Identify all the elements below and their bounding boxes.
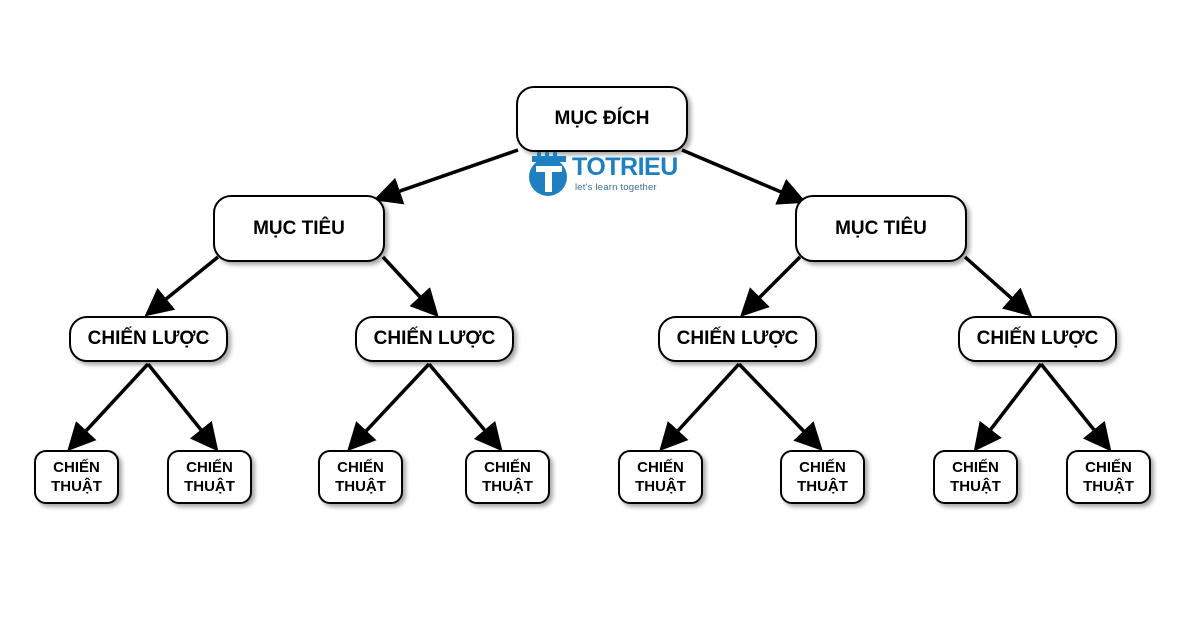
strategy-node-3: CHIẾN LƯỢC <box>658 316 817 362</box>
tactic-label-line2: THUẬT <box>482 478 533 495</box>
tactic-label-line1: CHIẾN <box>186 459 233 476</box>
connector-arrow-11 <box>659 362 741 452</box>
connector-arrow-1 <box>373 148 519 205</box>
connector-arrow-4 <box>381 255 439 318</box>
connector-arrow-14 <box>1039 362 1112 452</box>
tactic-label-line2: THUẬT <box>797 478 848 495</box>
goal-label: MỤC ĐÍCH <box>554 108 650 129</box>
objective-label: MỤC TIÊU <box>835 217 927 239</box>
strategy-label: CHIẾN LƯỢC <box>976 328 1099 349</box>
logo-t-icon <box>529 152 567 196</box>
strategy-label: CHIẾN LƯỢC <box>676 328 799 349</box>
connector-arrow-8 <box>146 362 219 452</box>
tactic-label-line2: THUẬT <box>635 478 686 495</box>
tactic-node-8: CHIẾN THUẬT <box>1066 450 1151 504</box>
connector-arrow-3 <box>144 255 220 317</box>
connector-arrow-13 <box>973 362 1043 452</box>
tactic-node-3: CHIẾN THUẬT <box>318 450 403 504</box>
tactic-label-line2: THUẬT <box>1083 478 1134 495</box>
objective-label: MỤC TIÊU <box>253 217 345 239</box>
tactic-node-7: CHIẾN THUẬT <box>933 450 1018 504</box>
tactic-label-line1: CHIẾN <box>799 459 846 476</box>
strategy-node-1: CHIẾN LƯỢC <box>69 316 228 362</box>
tactic-label-line1: CHIẾN <box>484 459 531 476</box>
goal-node: MỤC ĐÍCH <box>516 86 688 152</box>
totrieu-logo: TOTRIEU let's learn together <box>528 150 678 200</box>
connector-arrow-7 <box>67 362 150 452</box>
objective-node-1: MỤC TIÊU <box>213 195 385 262</box>
tactic-node-6: CHIẾN THUẬT <box>780 450 865 504</box>
tactic-label-line1: CHIẾN <box>1085 459 1132 476</box>
strategy-node-2: CHIẾN LƯỢC <box>355 316 514 362</box>
tactic-node-1: CHIẾN THUẬT <box>34 450 119 504</box>
objective-node-2: MỤC TIÊU <box>795 195 967 262</box>
strategy-label: CHIẾN LƯỢC <box>373 328 496 349</box>
tactic-label-line1: CHIẾN <box>637 459 684 476</box>
tactic-node-2: CHIẾN THUẬT <box>167 450 252 504</box>
tactic-label-line1: CHIẾN <box>53 459 100 476</box>
connector-arrow-6 <box>963 255 1033 317</box>
connector-arrow-5 <box>740 255 802 317</box>
tactic-label-line1: CHIẾN <box>337 459 384 476</box>
tactic-label-line2: THUẬT <box>950 478 1001 495</box>
strategy-label: CHIẾN LƯỢC <box>87 328 210 349</box>
tactic-node-5: CHIẾN THUẬT <box>618 450 703 504</box>
connector-arrow-9 <box>347 362 431 452</box>
tactic-node-4: CHIẾN THUẬT <box>465 450 550 504</box>
logo-wordmark: TOTRIEU <box>572 153 678 181</box>
connector-arrow-12 <box>737 362 823 452</box>
tactic-label-line2: THUẬT <box>335 478 386 495</box>
tactic-label-line1: CHIẾN <box>952 459 999 476</box>
tactic-label-line2: THUẬT <box>184 478 235 495</box>
logo-tagline: let's learn together <box>575 182 657 193</box>
connector-arrow-2 <box>681 148 807 205</box>
strategy-node-4: CHIẾN LƯỢC <box>958 316 1117 362</box>
tactic-label-line2: THUẬT <box>51 478 102 495</box>
connector-arrow-10 <box>427 362 503 452</box>
